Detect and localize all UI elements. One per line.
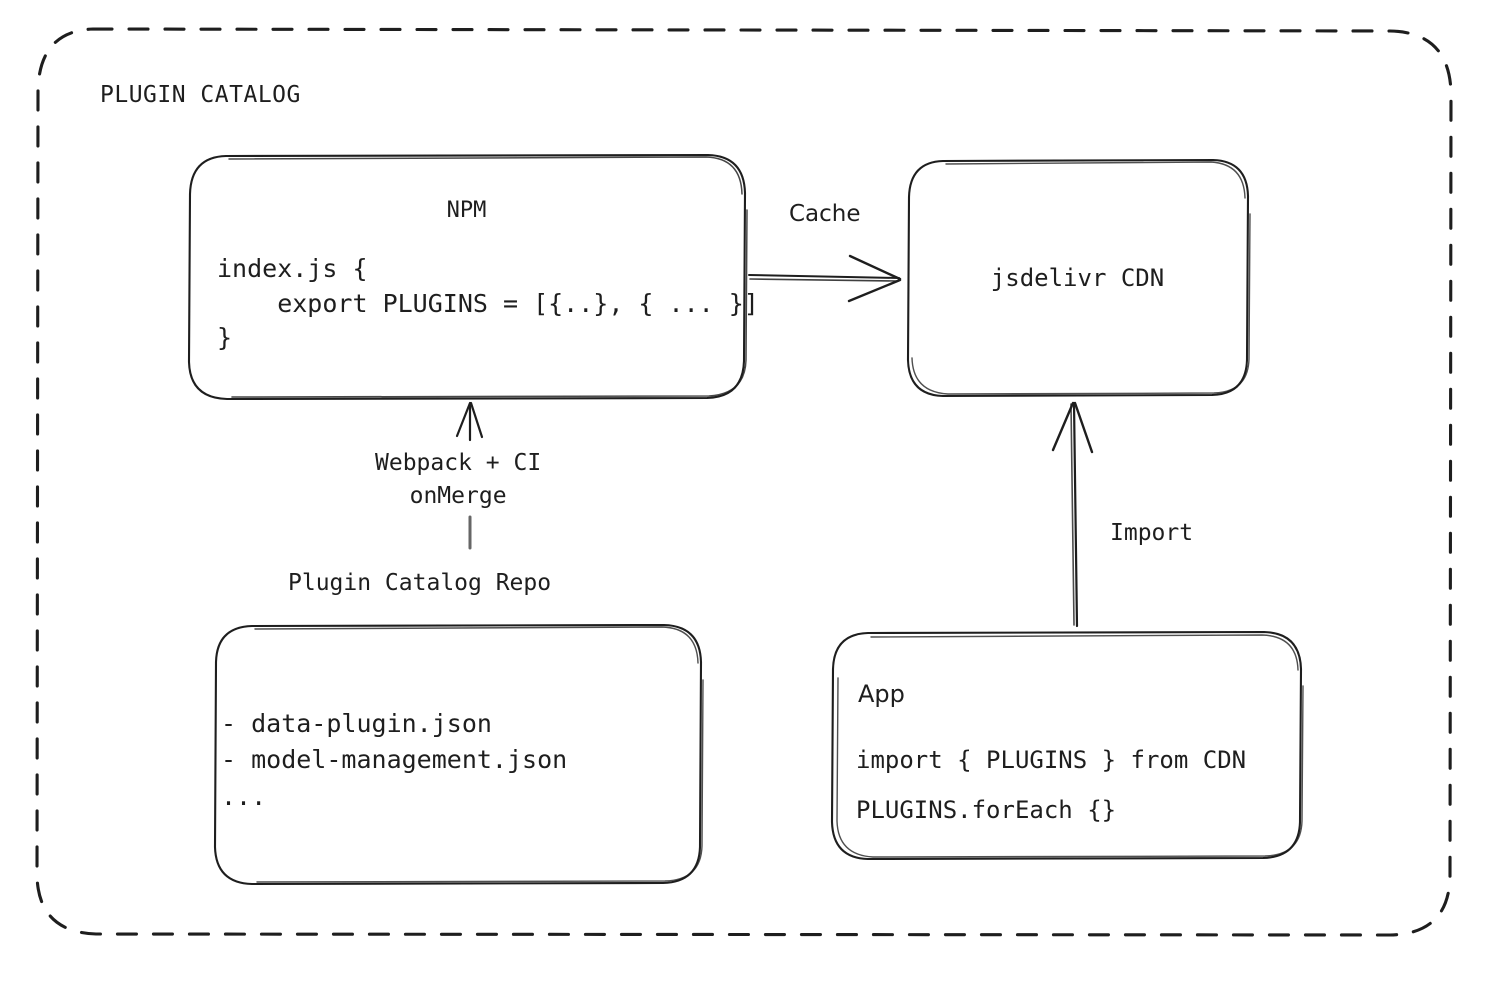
container-dashed-border	[35, 27, 1453, 937]
cache-arrow	[748, 254, 902, 303]
cdn-box-outline-sketch	[911, 161, 1251, 395]
repo-box-outline	[213, 623, 703, 886]
app-box-outline-sketch	[836, 634, 1304, 858]
import-edge-label: Import	[1110, 520, 1194, 546]
npm-node-title: NPM	[446, 198, 487, 223]
app-node-title: App	[858, 680, 905, 708]
app-code-line-1: import { PLUGINS } from CDN	[856, 746, 1247, 774]
repo-box-outline-sketch	[254, 626, 704, 883]
cdn-node-title: jsdelivr CDN	[990, 264, 1165, 292]
build-edge-label: Webpack + CI onMerge	[375, 450, 542, 509]
cdn-box-outline	[906, 158, 1250, 398]
cache-edge-label: Cache	[789, 201, 861, 227]
app-node-code: import { PLUGINS } from CDN PLUGINS.forE…	[856, 735, 1246, 836]
npm-box-outline-sketch	[228, 156, 748, 398]
app-code-line-2: PLUGINS.forEach {}	[856, 796, 1117, 825]
repo-node-label: Plugin Catalog Repo	[288, 570, 552, 596]
npm-box-outline	[187, 153, 747, 401]
build-arrow	[455, 401, 484, 550]
npm-node-code: index.js { export PLUGINS = [{..}, { ...…	[217, 254, 759, 352]
import-arrow	[1051, 401, 1094, 628]
container-title: PLUGIN CATALOG	[100, 82, 301, 108]
repo-node-list: - data-plugin.json - model-management.js…	[221, 709, 568, 811]
app-box-outline	[830, 630, 1303, 861]
